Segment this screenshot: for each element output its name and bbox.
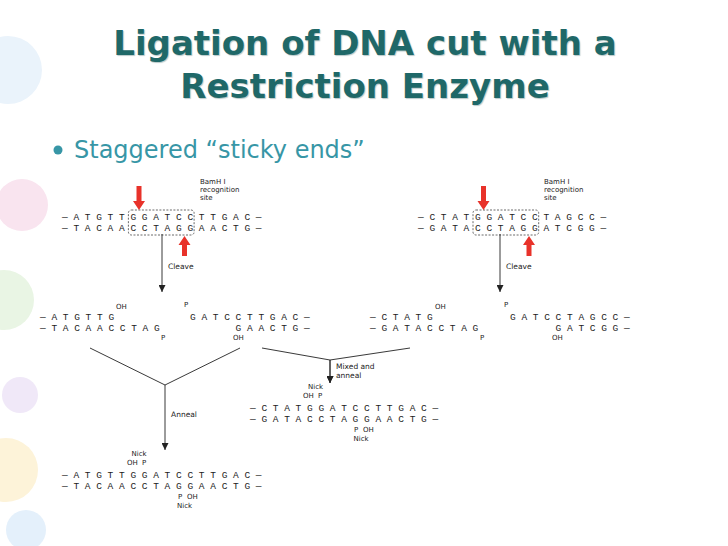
strand-end-label: P	[184, 301, 188, 309]
cut-arrow	[478, 186, 490, 210]
dna-fragment: — A T G T T GOH— T A C A A C C T A GPPG …	[40, 292, 312, 348]
decor-bubble	[6, 510, 46, 546]
dna-strand: G A T C C T A G C C —	[510, 312, 630, 323]
dna-strand: — A T G T T G	[40, 312, 114, 323]
dna-strand: — C T A T G G A T C C T T G A C —	[250, 403, 438, 414]
site-label: BamH I recognition site	[200, 178, 246, 202]
nick-label: Nick	[177, 502, 192, 510]
strand-end-label: P	[161, 334, 165, 342]
strand-end-label: OH	[116, 303, 127, 311]
step-label: Anneal	[171, 410, 197, 419]
strand-end-label: P	[504, 301, 508, 309]
slide-title: Ligation of DNA cut with a Restriction E…	[65, 22, 665, 108]
dna-fragment: — C T A T G G A T C C T A G C C —— G A T…	[418, 212, 608, 234]
dna-strand: — C T A T G G A T C C T A G C C —	[418, 212, 606, 223]
dna-strand: G A T C C T T G A C —	[190, 312, 310, 323]
decor-bubble	[0, 270, 34, 330]
site-label: BamH I recognition site	[544, 178, 590, 202]
dna-strand: — G A T A C C T A G G A A C T G —	[250, 414, 438, 425]
strand-end-label: OH	[127, 459, 138, 467]
bullet-dot	[54, 146, 63, 155]
strand-end-label: P	[354, 426, 358, 434]
dna-strand: G A A C T G —	[236, 323, 310, 334]
dna-strand: — G A T A C C T A G G A T C G G —	[418, 223, 606, 234]
cut-arrow	[179, 236, 191, 256]
strand-end-label: OH	[552, 334, 563, 342]
strand-end-label: P	[178, 493, 182, 501]
process-arrow	[162, 234, 163, 292]
dna-fragment: — C T A T GOH— G A T A C C T A GPPG A T …	[370, 292, 632, 348]
strand-end-label: OH	[435, 303, 446, 311]
dna-fragment: NickOHP— A T G T T G G A T C C T T G A C…	[62, 450, 262, 512]
dna-strand: — G A T A C C T A G	[370, 323, 478, 334]
cut-arrow	[523, 236, 535, 256]
dna-fragment: NickOHP— C T A T G G A T C C T T G A C —…	[250, 383, 450, 445]
process-arrow	[90, 348, 240, 450]
decor-bubble	[0, 36, 42, 104]
strand-end-label: OH	[233, 334, 244, 342]
step-label: Cleave	[506, 262, 532, 271]
dna-strand: G A T C G G —	[556, 323, 630, 334]
dna-strand: — C T A T G	[370, 312, 433, 323]
strand-end-label: P	[318, 392, 322, 400]
nick-label: Nick	[353, 435, 368, 443]
strand-end-label: OH	[303, 392, 314, 400]
decor-bubble	[2, 377, 38, 413]
bullet-text: Staggered “sticky ends”	[74, 136, 365, 164]
strand-end-label: P	[480, 334, 484, 342]
cut-arrow	[133, 186, 145, 210]
step-label: Cleave	[168, 262, 194, 271]
decor-bubble	[0, 179, 48, 231]
dna-strand: — T A C A A C C T A G G A A C T G —	[62, 481, 262, 492]
process-arrow	[262, 348, 330, 383]
strand-end-label: OH	[187, 493, 198, 501]
dna-strand: — A T G T T G G A T C C T T G A C —	[62, 212, 262, 223]
nick-label: Nick	[308, 383, 323, 391]
step-label: Mixed and anneal	[336, 362, 380, 380]
dna-strand: — T A C A A C C T A G	[40, 323, 160, 334]
process-arrow	[500, 234, 501, 292]
strand-end-label: P	[142, 459, 146, 467]
process-arrow	[330, 348, 410, 383]
dna-fragment: — A T G T T G G A T C C T T G A C —— T A…	[62, 212, 262, 234]
nick-label: Nick	[131, 450, 146, 458]
strand-end-label: OH	[363, 426, 374, 434]
decor-bubble	[0, 438, 38, 502]
dna-strand: — A T G T T G G A T C C T T G A C —	[62, 470, 262, 481]
dna-strand: — T A C A A C C T A G G A A C T G —	[62, 223, 262, 234]
